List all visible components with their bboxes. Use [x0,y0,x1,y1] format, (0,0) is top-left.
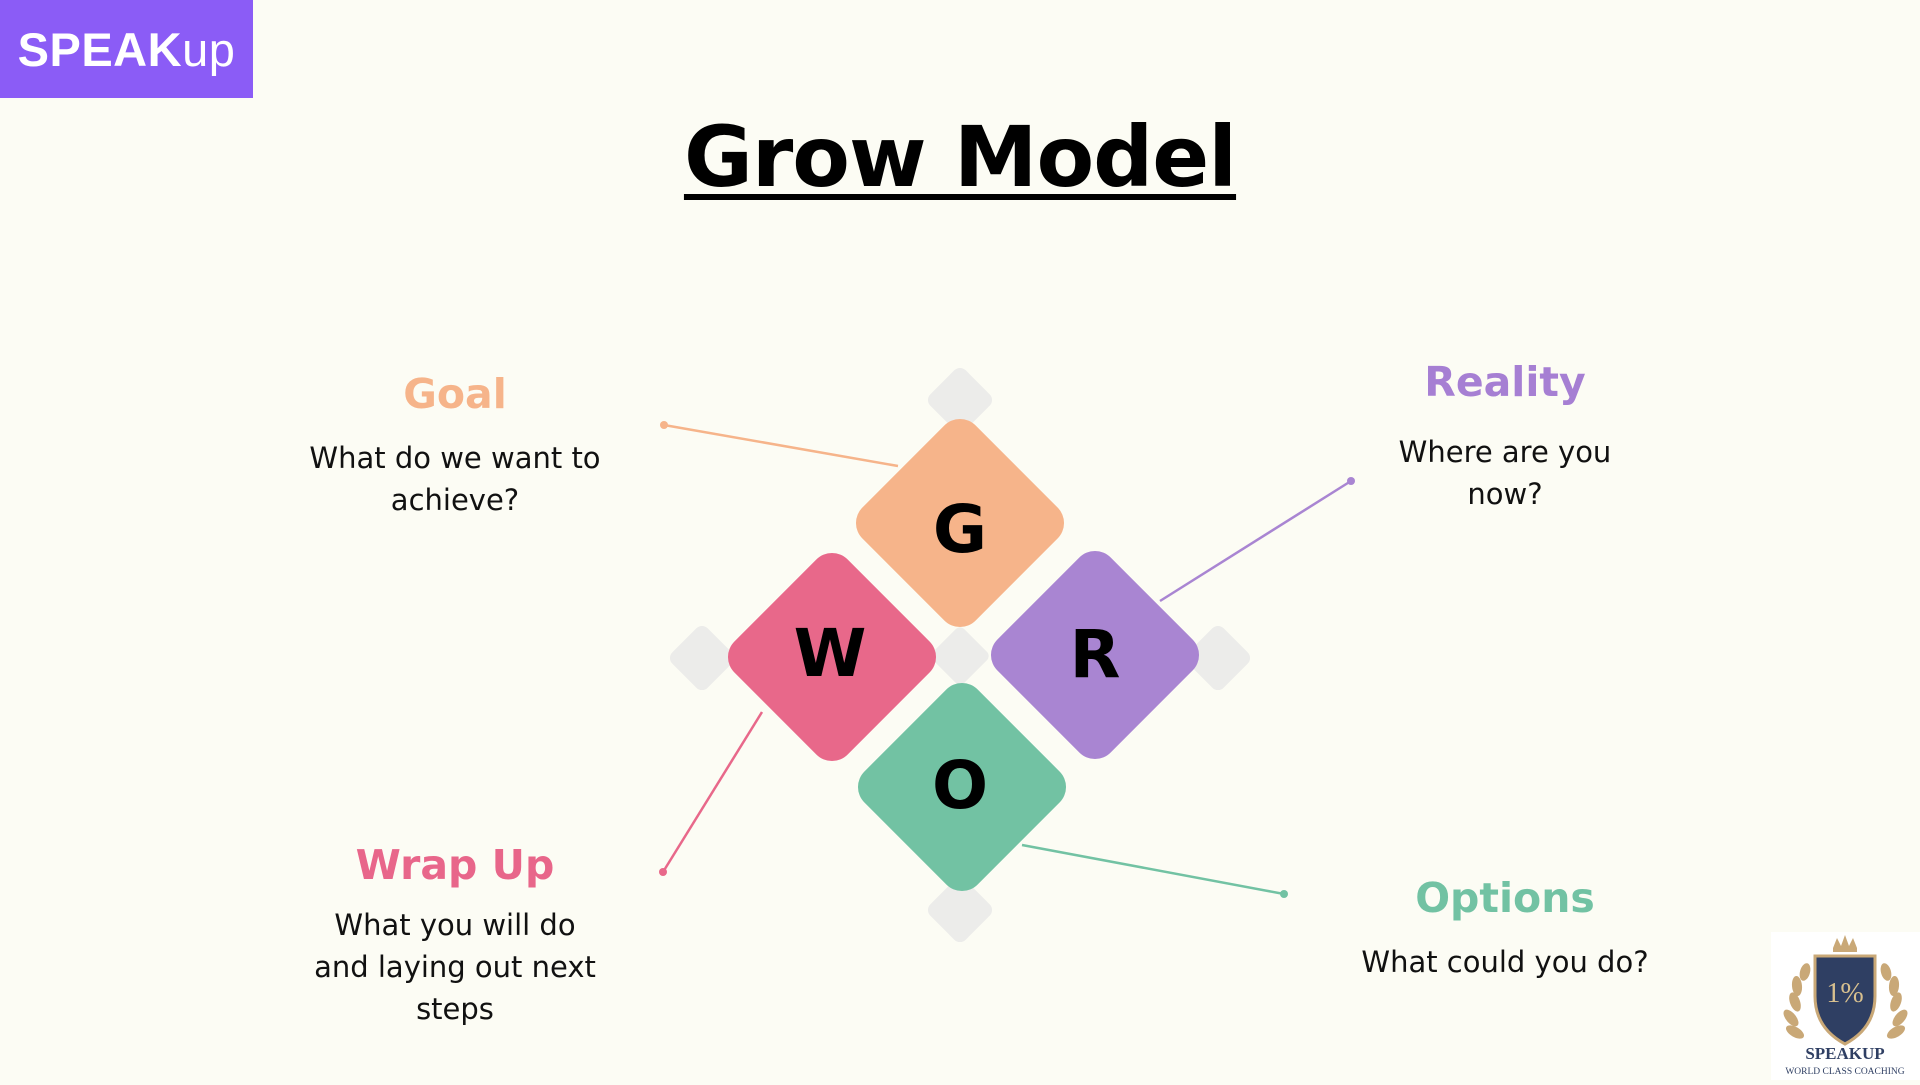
options-title: Options [1415,874,1595,922]
crest-mark: 1% [1826,978,1863,1009]
reality-connector [1159,479,1352,603]
tile-w-shape [727,552,937,762]
goal-title: Goal [403,370,507,418]
wrap-up-connector-dot [659,868,667,876]
reality-text: Where are you now? [1398,435,1612,512]
crown-icon [1833,935,1857,948]
background-diamond-left [669,625,735,691]
crest-emblem: 1% SPEAKUP WORLD CLASS COACHING [1783,935,1908,1077]
tile-r-letter: R [1070,616,1121,693]
tile-g: G [855,418,1065,628]
options-connector-dot [1280,890,1288,898]
options-connector [1021,843,1285,896]
tile-r-shape [990,550,1200,760]
crest-name: SPEAKUP [1805,1044,1884,1063]
background-diamond-bottom [927,877,993,943]
tile-o-letter: O [932,747,988,824]
laurel-right-icon [1880,963,1908,1039]
reality-connector-dot [1347,477,1355,485]
crest-tagline: WORLD CLASS COACHING [1785,1067,1904,1077]
background-diamond-top [927,367,993,433]
logo-text-light: up [182,22,236,76]
shield-icon [1813,954,1877,1046]
speakup-logo: SPEAKup [0,0,253,98]
goal-connector [663,423,899,468]
goal-block: Goal What do we want to achieve? [300,370,610,521]
goal-connector-dot [660,421,668,429]
page-title: Grow Model [683,108,1237,206]
options-text: What could you do? [1361,945,1649,980]
speakup-crest-badge: 1% SPEAKUP WORLD CLASS COACHING [1771,932,1920,1080]
reality-block: Reality Where are you now? [1350,358,1660,515]
wrap-up-title: Wrap Up [355,841,555,889]
goal-text: What do we want to achieve? [309,441,601,518]
tile-w: W [727,552,937,762]
wrap-up-text: What you will do and laying out next ste… [314,908,596,1027]
laurel-left-icon [1783,963,1811,1039]
logo-text: SPEAKup [18,22,236,77]
tile-g-letter: G [933,491,987,568]
logo-text-strong: SPEAK [17,22,183,76]
background-diamond-right [1185,625,1251,691]
tile-w-letter: W [794,615,867,692]
tile-r: R [990,550,1200,760]
wrap-up-connector [661,711,764,873]
wrap-up-block: Wrap Up What you will do and laying out … [300,841,610,1030]
connector-lines [659,421,1355,898]
tile-o: O [857,682,1067,892]
diagram-background [669,367,1251,943]
tile-g-shape [855,418,1065,628]
tile-o-shape [857,682,1067,892]
reality-title: Reality [1424,358,1586,406]
options-block: Options What could you do? [1320,874,1690,983]
background-diamond-center [931,627,989,685]
